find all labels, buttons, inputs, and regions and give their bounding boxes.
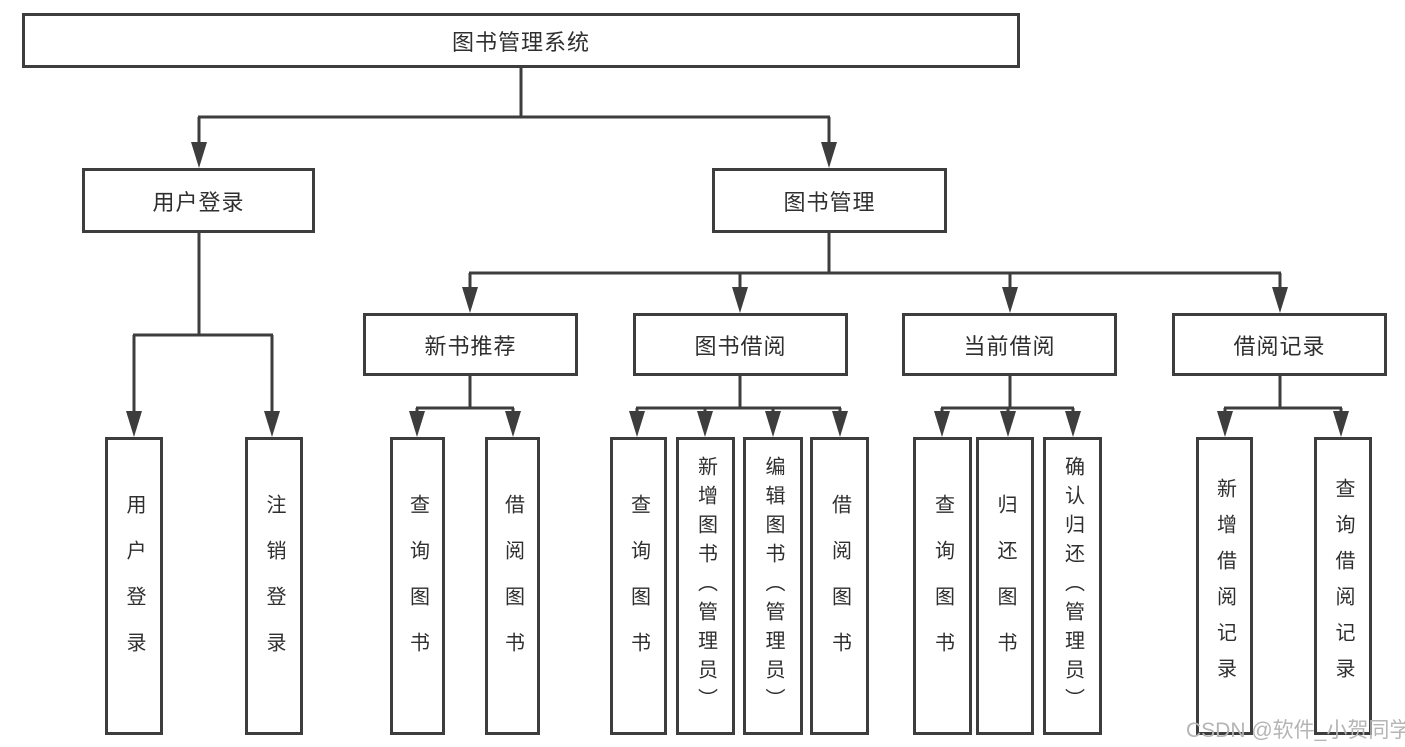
node-label: 图书借阅 — [694, 333, 787, 359]
leaf-label: 查询图书 — [406, 494, 429, 678]
leaf-label: 借阅图书 — [828, 494, 851, 678]
node-current-borrowing: 当前借阅 — [902, 313, 1117, 376]
leaf-add-borrow-record: 新增借阅记录 — [1196, 437, 1253, 735]
node-new-book-recommend: 新书推荐 — [363, 313, 578, 376]
leaf-query-borrow-record: 查询借阅记录 — [1314, 437, 1372, 735]
leaf-borrow-books: 借阅图书 — [810, 437, 869, 735]
node-label: 当前借阅 — [963, 333, 1056, 359]
node-system-root: 图书管理系统 — [22, 13, 1020, 68]
node-label: 图书管理系统 — [451, 29, 590, 55]
leaf-label: 编辑图书（管理员） — [762, 455, 784, 717]
node-label: 图书管理 — [783, 189, 876, 215]
leaf-query-books-borrowing: 查询图书 — [610, 437, 667, 735]
node-label: 新书推荐 — [424, 333, 517, 359]
leaf-label: 归还图书 — [994, 494, 1016, 678]
leaf-label: 借阅图书 — [501, 494, 524, 678]
leaf-label: 新增借阅记录 — [1213, 478, 1236, 694]
leaf-query-books-recommend: 查询图书 — [390, 437, 445, 735]
leaf-label: 查询图书 — [931, 494, 954, 678]
leaf-user-login: 用户登录 — [105, 437, 163, 735]
leaf-label: 注销登录 — [263, 494, 285, 678]
leaf-borrow-books-recommend: 借阅图书 — [485, 437, 540, 735]
node-label: 用户登录 — [152, 189, 245, 215]
node-book-management: 图书管理 — [712, 168, 947, 233]
leaf-label: 新增图书（管理员） — [694, 455, 717, 717]
leaf-label: 查询借阅记录 — [1332, 478, 1354, 694]
node-borrowing-records: 借阅记录 — [1172, 313, 1387, 376]
node-label: 借阅记录 — [1233, 333, 1326, 359]
leaf-logout: 注销登录 — [245, 437, 303, 735]
leaf-add-books-admin: 新增图书（管理员） — [676, 437, 735, 735]
node-user-login: 用户登录 — [82, 168, 315, 233]
node-book-borrowing: 图书借阅 — [633, 313, 848, 376]
leaf-label: 确认归还（管理员） — [1061, 455, 1084, 717]
leaf-label: 用户登录 — [123, 494, 145, 678]
leaf-edit-books-admin: 编辑图书（管理员） — [743, 437, 803, 735]
leaf-confirm-return-admin: 确认归还（管理员） — [1043, 437, 1102, 735]
leaf-query-books-current: 查询图书 — [913, 437, 972, 735]
leaf-label: 查询图书 — [627, 494, 650, 678]
leaf-return-books: 归还图书 — [976, 437, 1034, 735]
csdn-watermark: CSDN @软件_小贺同学 — [1186, 719, 1405, 742]
